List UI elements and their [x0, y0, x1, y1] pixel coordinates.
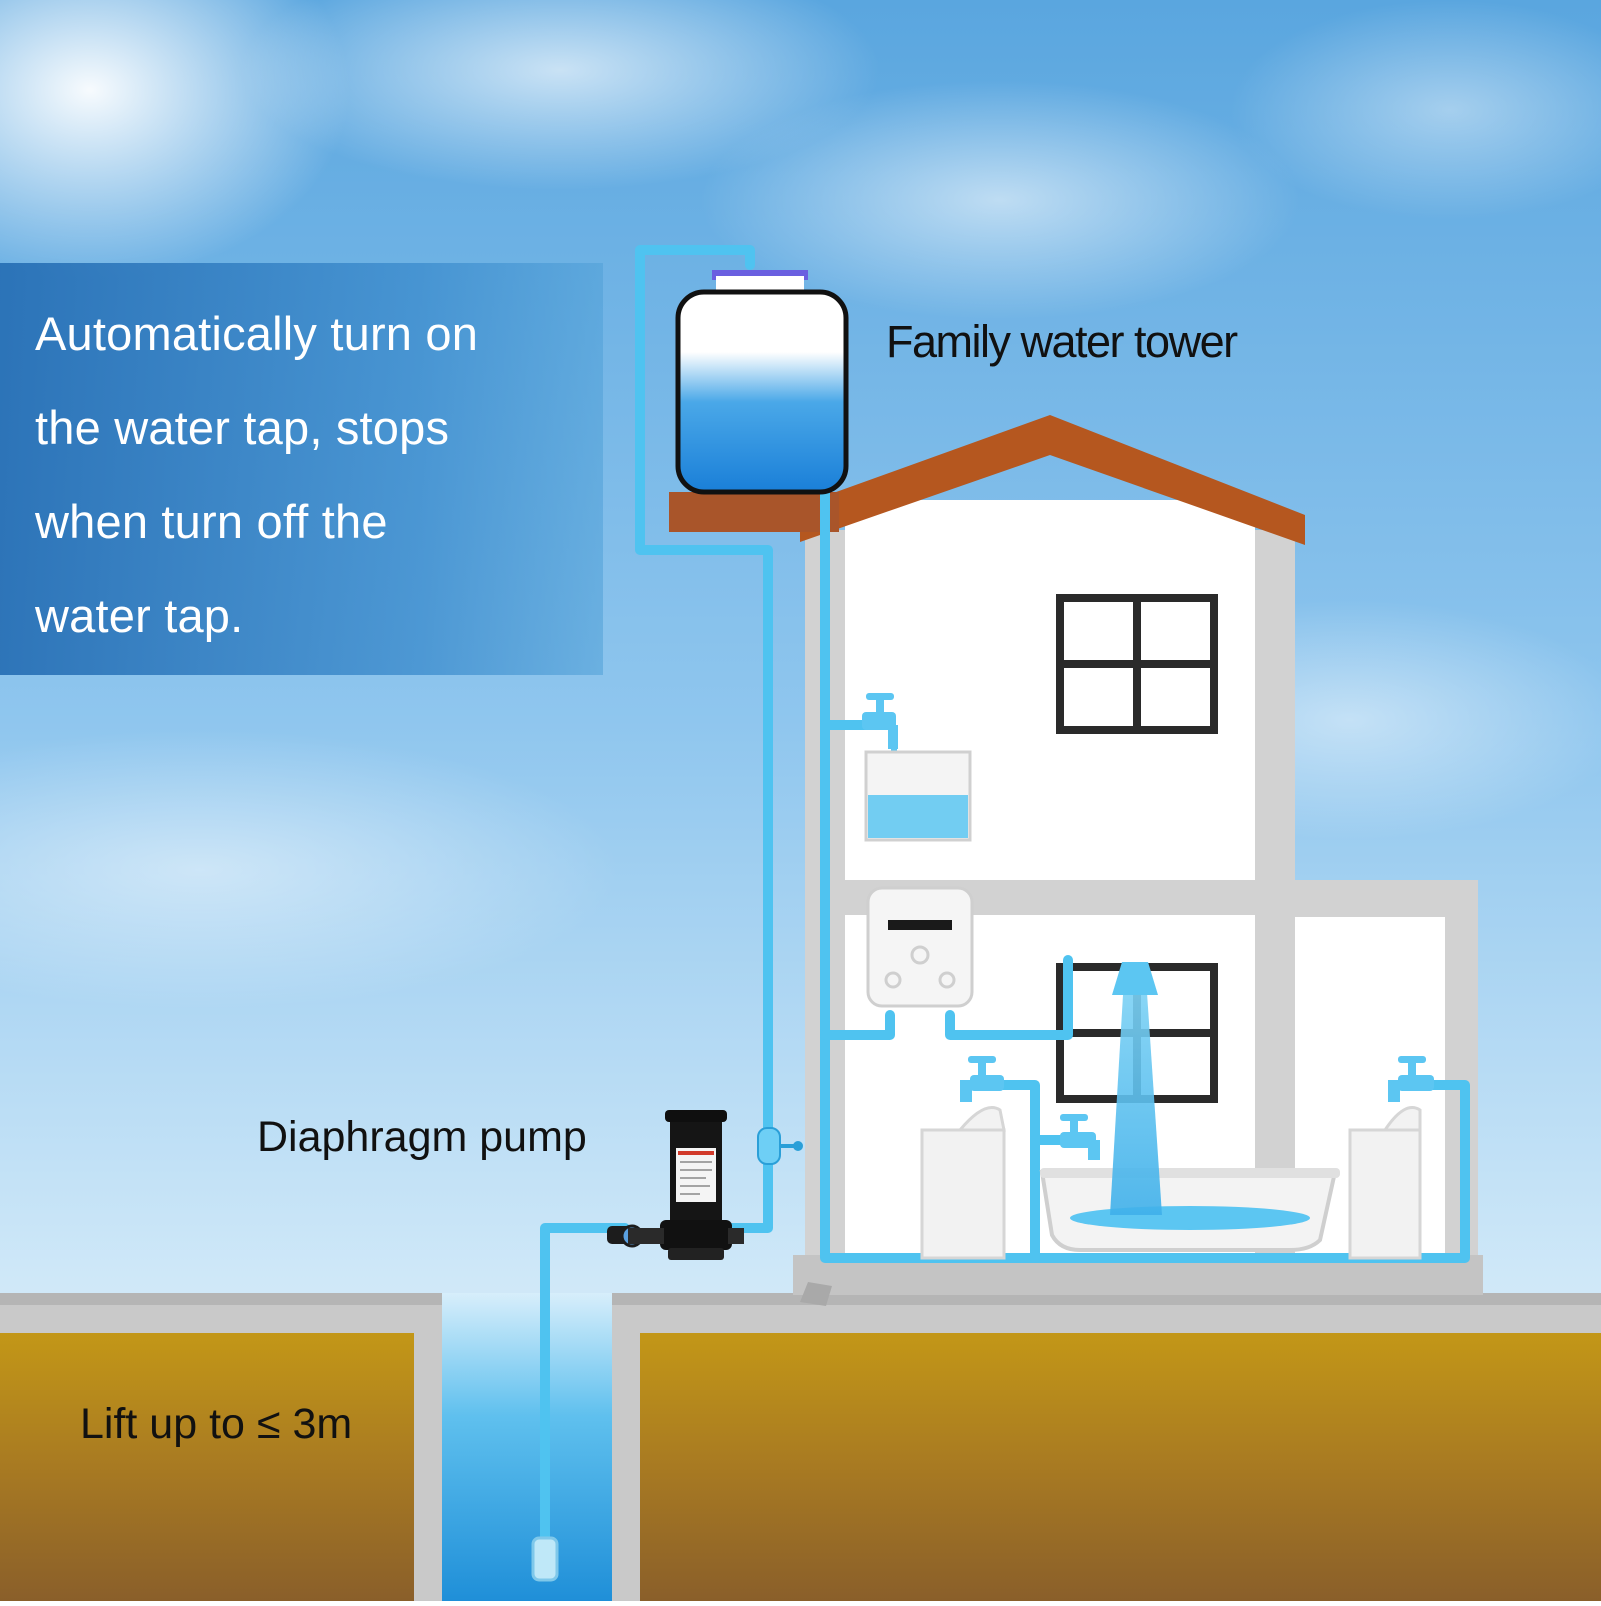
upper-window	[1056, 594, 1218, 734]
bathtub	[1039, 1168, 1340, 1252]
lift-label: Lift up to ≤ 3m	[80, 1400, 353, 1448]
info-line-4: water tap.	[35, 589, 244, 642]
stone	[800, 1282, 832, 1306]
house-roof	[800, 415, 1305, 545]
info-line-3: when turn off the	[35, 495, 388, 548]
pump-label: Diaphragm pump	[257, 1113, 587, 1161]
right-faucet-icon	[1388, 1056, 1434, 1102]
shower-water-stream	[1110, 978, 1162, 1215]
ground	[0, 1293, 1601, 1601]
basin-faucet-icon	[960, 1056, 1004, 1102]
info-line-1: Automatically turn on	[35, 307, 479, 360]
water-well	[442, 1293, 612, 1601]
pipe-network	[540, 245, 1470, 1575]
water-bucket	[864, 750, 972, 842]
tower-stand	[669, 492, 839, 532]
valve	[757, 1127, 803, 1165]
upper-faucet-icon	[862, 693, 898, 749]
water-tower-label: Family water tower	[886, 316, 1238, 367]
water-tower-tank	[675, 270, 849, 495]
foot-valve	[531, 1536, 559, 1582]
diaphragm-pump	[607, 1110, 744, 1260]
wash-basin-right	[1348, 1106, 1422, 1260]
shower-head	[1112, 962, 1158, 995]
wash-basin-left	[920, 1106, 1006, 1260]
water-heater	[866, 886, 974, 1008]
info-callout: Automatically turn on the water tap, sto…	[0, 263, 603, 675]
info-line-2: the water tap, stops	[35, 401, 450, 454]
tub-faucet-icon	[1060, 1114, 1100, 1160]
